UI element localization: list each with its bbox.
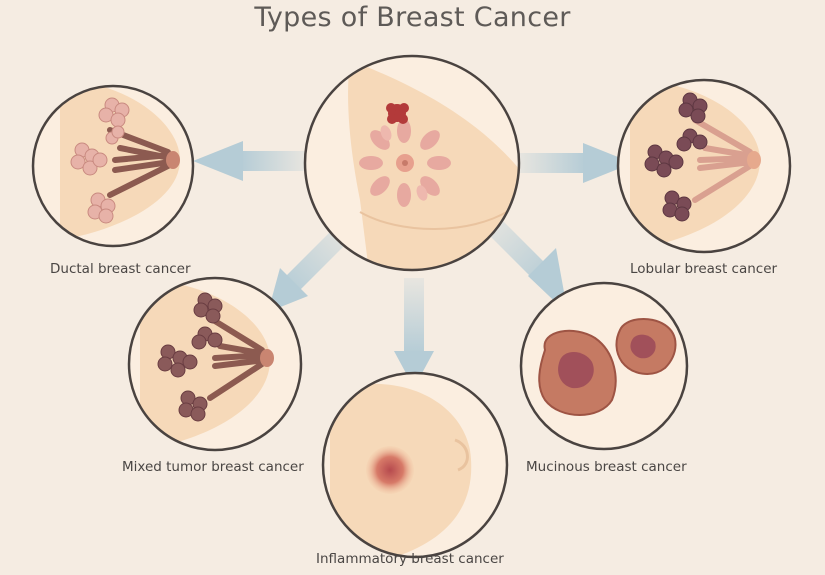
- arrow-to-lobular: [518, 143, 633, 183]
- label-mixed: Mixed tumor breast cancer: [122, 459, 304, 475]
- label-mucinous: Mucinous breast cancer: [526, 459, 687, 475]
- node-lobular: [618, 80, 790, 252]
- arrow-to-ductal: [193, 141, 306, 181]
- node-ductal: [33, 80, 193, 246]
- node-mixed: [129, 278, 301, 450]
- tumor-spot: [386, 103, 409, 124]
- arrow-to-inflammatory: [394, 278, 434, 388]
- node-inflammatory: [323, 373, 507, 570]
- node-mucinous: [521, 283, 687, 449]
- milk-gland-petals: [359, 119, 451, 207]
- label-lobular: Lobular breast cancer: [630, 261, 777, 277]
- label-ductal: Ductal breast cancer: [50, 261, 191, 277]
- label-inflammatory: Inflammatory breast cancer: [316, 551, 504, 567]
- inflammation-spot: [366, 446, 414, 494]
